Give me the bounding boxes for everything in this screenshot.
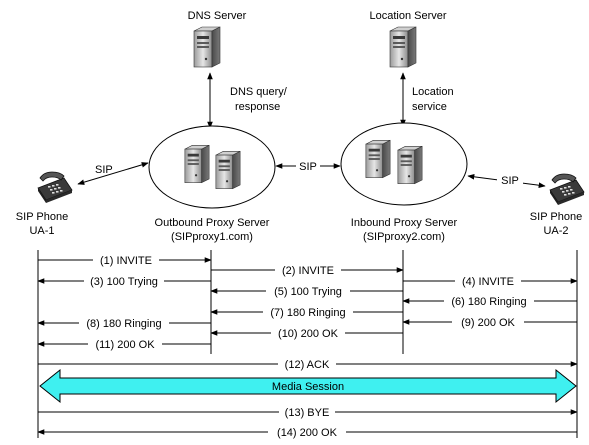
message-7: (7) 180 Ringing: [210, 305, 403, 319]
phone-2-label-2: UA-2: [543, 225, 568, 237]
message-10-label: (10) 200 OK: [278, 328, 339, 340]
message-11-label: (11) 200 OK: [95, 339, 155, 351]
sip-phone-ua2-icon: [549, 173, 585, 206]
message-5: (5) 100 Trying: [210, 284, 403, 298]
message-14: (14) 200 OK: [37, 425, 577, 439]
message-12-label: (12) ACK: [285, 359, 330, 371]
dns-server-label: DNS Server: [188, 10, 247, 22]
location-service-label-1: Location: [412, 86, 454, 98]
media-session-label: Media Session: [272, 381, 344, 393]
message-6: (6) 180 Ringing: [402, 294, 577, 308]
outbound-proxy-cloud: [148, 125, 276, 209]
message-14-label: (14) 200 OK: [277, 427, 338, 439]
message-5-label: (5) 100 Trying: [274, 286, 342, 298]
message-13: (13) BYE: [38, 405, 578, 419]
phone-1-label-2: UA-1: [29, 225, 54, 237]
dns-server-icon: [193, 26, 221, 68]
message-2: (2) INVITE: [211, 263, 404, 277]
message-13-label: (13) BYE: [285, 407, 330, 419]
message-11: (11) 200 OK: [37, 337, 211, 351]
inbound-proxy-label-2: (SIPproxy2.com): [363, 231, 445, 243]
outbound-proxy-server-icon-2: [215, 150, 241, 190]
message-9: (9) 200 OK: [402, 315, 577, 329]
sip-label-2-bg: [296, 158, 320, 172]
message-12: (12) ACK: [38, 357, 578, 371]
media-session-arrow: [39, 368, 577, 404]
dns-query-label-1: DNS query/: [230, 86, 288, 98]
message-10: (10) 200 OK: [210, 326, 403, 340]
message-9-label: (9) 200 OK: [461, 317, 515, 329]
phone-2-label-1: SIP Phone: [530, 211, 582, 223]
message-4: (4) INVITE: [403, 274, 578, 288]
outbound-proxy-label-2: (SIPproxy1.com): [171, 231, 253, 243]
message-1-label: (1) INVITE: [100, 255, 152, 267]
message-7-label: (7) 180 Ringing: [270, 307, 345, 319]
sip-label-3: SIP: [501, 175, 519, 187]
inbound-proxy-server-icon-2: [397, 145, 423, 185]
message-6-label: (6) 180 Ringing: [451, 296, 526, 308]
location-server-icon: [389, 26, 417, 68]
dns-query-label-2: response: [235, 101, 280, 113]
phone-1-label-1: SIP Phone: [16, 211, 68, 223]
inbound-proxy-label-1: Inbound Proxy Server: [351, 217, 458, 229]
message-3: (3) 100 Trying: [37, 274, 211, 288]
sip-label-2: SIP: [299, 161, 317, 173]
message-1: (1) INVITE: [38, 253, 212, 267]
message-2-label: (2) INVITE: [282, 265, 334, 277]
sip-label-1: SIP: [95, 164, 113, 176]
inbound-proxy-server-icon-1: [365, 139, 391, 179]
sip-link-ua1-outbound: [77, 162, 149, 185]
message-4-label: (4) INVITE: [462, 276, 514, 288]
location-service-label-2: service: [412, 101, 447, 113]
location-server-label: Location Server: [369, 10, 446, 22]
outbound-proxy-label-1: Outbound Proxy Server: [155, 217, 270, 229]
sip-phone-ua1-icon: [37, 171, 73, 204]
message-8-label: (8) 180 Ringing: [86, 318, 161, 330]
outbound-proxy-server-icon-1: [184, 144, 210, 184]
message-3-label: (3) 100 Trying: [90, 276, 158, 288]
sip-label-3-bg: [497, 172, 523, 186]
message-8: (8) 180 Ringing: [37, 316, 211, 330]
